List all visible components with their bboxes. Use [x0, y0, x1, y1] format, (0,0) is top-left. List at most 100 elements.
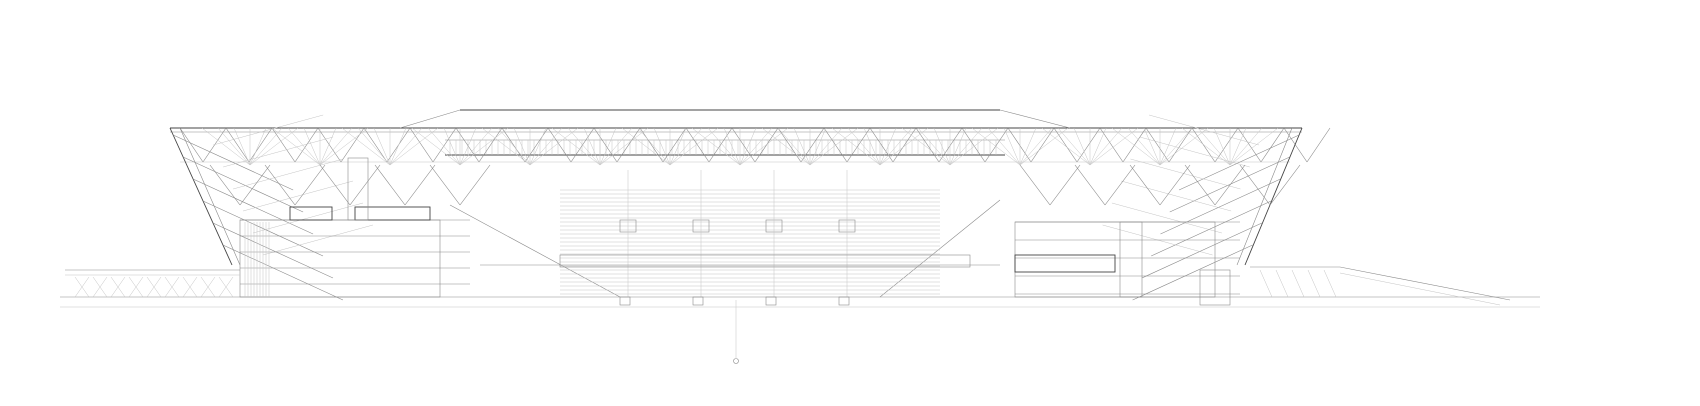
truss-diagonal: [1145, 127, 1170, 163]
truss-diagonal: [846, 127, 871, 163]
node: [1129, 164, 1161, 206]
landscape-diagonal: [200, 276, 216, 298]
truss-diagonal: [547, 127, 572, 163]
truss-diagonal: [409, 127, 434, 163]
cable: [341, 127, 391, 166]
cable: [249, 127, 267, 166]
roof-rise: [399, 109, 461, 129]
facade-trusses: [169, 114, 1303, 301]
truss-diagonal: [501, 127, 526, 163]
cable: [653, 127, 671, 166]
facade-edge-right: [1236, 127, 1293, 266]
truss-diagonal: [340, 127, 365, 163]
node: [404, 164, 436, 206]
truss-diagonal: [317, 127, 342, 163]
ramp-right: [1339, 266, 1511, 301]
truss-diagonal: [1053, 127, 1078, 163]
cable: [691, 127, 741, 166]
node: [1074, 164, 1106, 206]
cable: [1229, 127, 1263, 166]
truss-diagonal: [616, 127, 641, 163]
cable: [319, 127, 353, 166]
truss-diagonal: [639, 127, 664, 163]
landscape-diagonal: [1275, 269, 1289, 298]
cable: [217, 127, 251, 166]
facade-edge-right: [1244, 127, 1303, 266]
roof-box: [289, 206, 333, 221]
node: [294, 164, 326, 206]
cable: [669, 127, 719, 166]
landscape-ramps: [65, 266, 1511, 306]
node: [374, 164, 406, 206]
facade-strut: [252, 202, 364, 234]
cable: [1181, 127, 1231, 166]
cable: [1127, 127, 1161, 166]
truss-diagonal: [754, 127, 779, 163]
cable: [551, 127, 601, 166]
cable: [427, 127, 461, 166]
box: [1014, 254, 1116, 273]
node: [1214, 164, 1246, 206]
cable: [949, 127, 983, 166]
truss-diagonal: [1237, 127, 1262, 163]
node: [319, 164, 351, 206]
cable: [1213, 127, 1231, 166]
cable: [901, 127, 951, 166]
truss-diagonal: [363, 127, 388, 163]
truss-diagonal: [225, 127, 250, 163]
cable: [1159, 127, 1193, 166]
cable: [389, 127, 439, 166]
facade-strut: [242, 180, 354, 212]
landscape-diagonal: [74, 276, 90, 298]
axis-marker-circle: [733, 358, 739, 364]
cable: [1229, 127, 1247, 166]
cable: [1057, 127, 1091, 166]
cable: [739, 127, 757, 166]
facade-strut: [262, 224, 374, 256]
center-axis-marker: [733, 300, 739, 364]
facade-strut: [1141, 222, 1263, 279]
cable: [1041, 127, 1091, 166]
cable: [949, 127, 967, 166]
pier: [838, 296, 850, 306]
facade-strut: [233, 158, 344, 190]
facade-strut: [1151, 200, 1272, 257]
cable: [1159, 127, 1177, 166]
cable: [707, 127, 741, 166]
cable: [971, 127, 1021, 166]
node: [429, 164, 461, 206]
truss-diagonal: [248, 127, 273, 163]
truss-diagonal: [1099, 127, 1124, 163]
cable: [637, 127, 671, 166]
cable: [529, 127, 563, 166]
cable: [879, 127, 929, 166]
facade-strut: [1160, 178, 1281, 235]
cable: [831, 127, 881, 166]
cable: [567, 127, 601, 166]
node: [1049, 164, 1081, 206]
cable: [809, 127, 843, 166]
node: [209, 164, 241, 206]
cable: [1089, 127, 1107, 166]
cable: [599, 127, 633, 166]
stand-tier: [559, 254, 971, 268]
truss-diagonal: [1283, 127, 1308, 163]
truss-diagonal: [1168, 127, 1193, 163]
cable: [249, 127, 299, 166]
cable: [319, 127, 337, 166]
roof-structure: [170, 109, 1331, 166]
cable: [987, 127, 1021, 166]
facade-strut: [223, 136, 334, 168]
mast: [347, 157, 369, 221]
seating-stands: [449, 170, 1001, 306]
facade-strut: [1139, 136, 1250, 168]
cable: [529, 127, 579, 166]
node: [1019, 164, 1051, 206]
stand-buildings: [239, 157, 1240, 306]
pier: [619, 296, 631, 306]
cable: [1089, 127, 1123, 166]
node: [1239, 164, 1271, 206]
landscape-diagonal: [1259, 269, 1273, 298]
pier: [692, 296, 704, 306]
